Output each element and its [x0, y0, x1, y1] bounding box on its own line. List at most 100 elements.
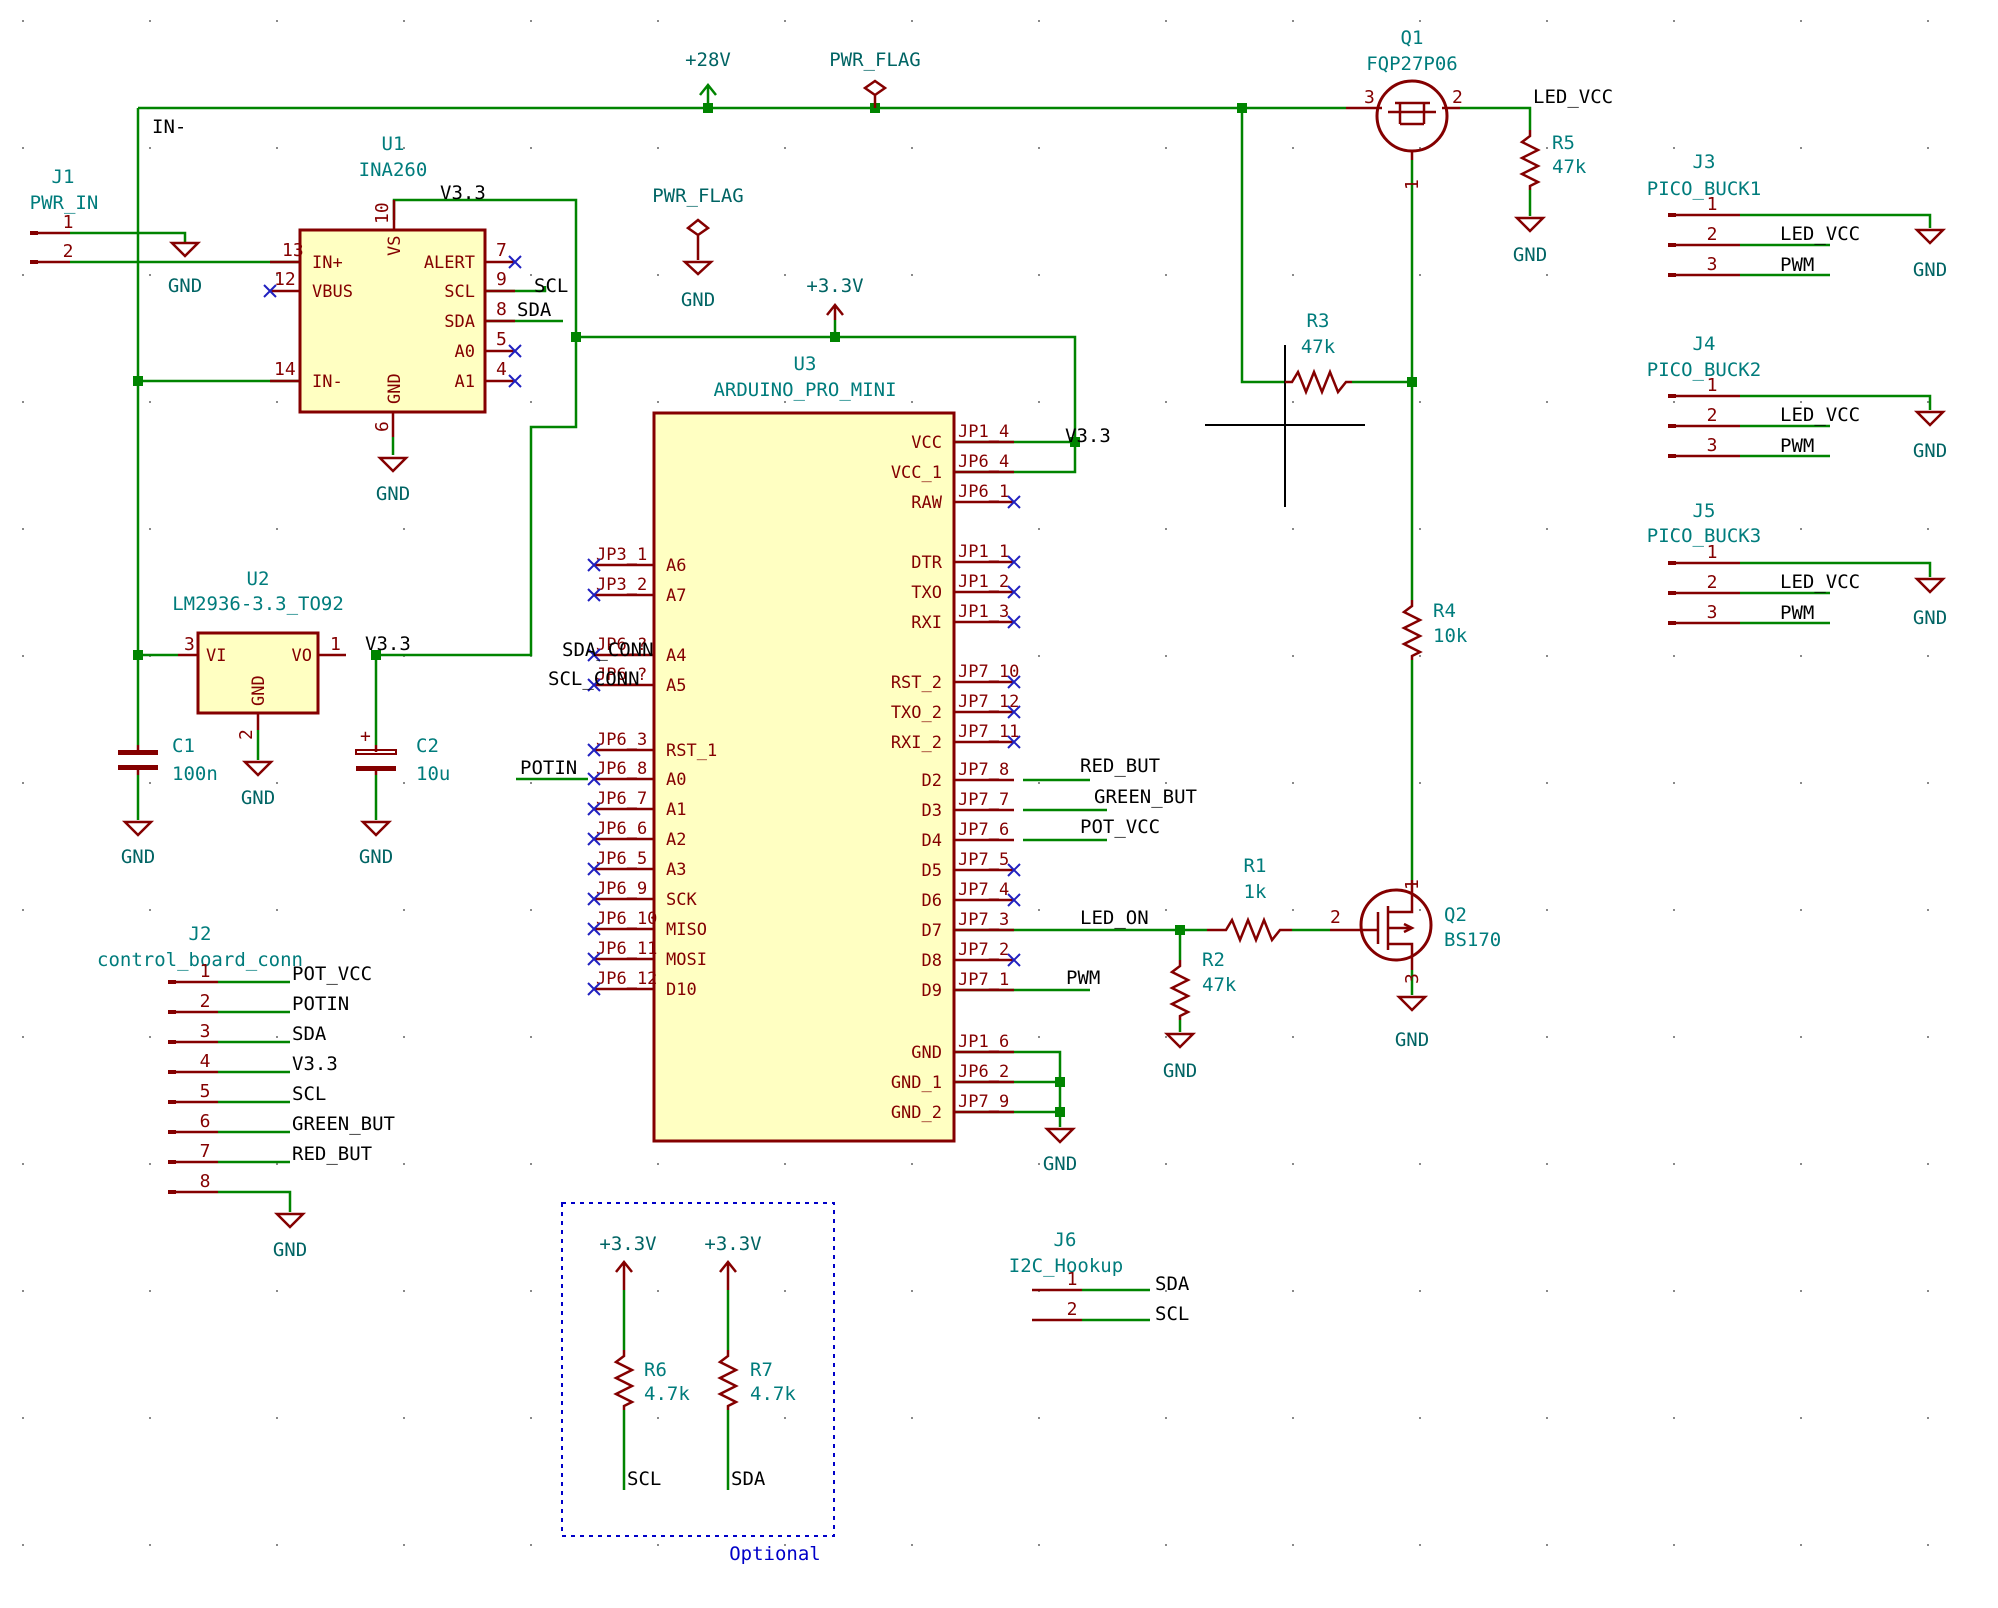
- mosfet-q2[interactable]: Q2 BS170 1 2 3: [1330, 879, 1501, 984]
- u2-pin-vi: VI: [206, 646, 226, 666]
- grid-dot: [403, 147, 405, 149]
- u1-pin-in-minus: IN-: [312, 372, 343, 392]
- u3-pin-name: RST_2: [891, 673, 942, 693]
- header-pin-end: [1668, 561, 1676, 565]
- grid-dot: [149, 274, 151, 276]
- resistor-r3[interactable]: R3 47k: [1285, 310, 1352, 396]
- resistor-r7[interactable]: R7 4.7k: [717, 1350, 796, 1410]
- connector-j1[interactable]: J1 PWR_IN 1 2: [30, 166, 99, 264]
- j2-pin-num: 3: [200, 1021, 211, 1042]
- grid-dot: [530, 147, 532, 149]
- module-u3-arduino[interactable]: U3 ARDUINO_PRO_MINI A6JP3_1A7JP3_2A4JP6_…: [587, 353, 1021, 1143]
- grid-dot: [1673, 1417, 1675, 1419]
- grid-dot: [1800, 147, 1802, 149]
- grid-dot: [22, 20, 24, 22]
- ic-u1-ina260[interactable]: U1 INA260 IN+ VBUS IN- 13 12 14 ALERT SC…: [263, 133, 522, 437]
- grid-dot: [1038, 1544, 1040, 1546]
- grid-dot: [276, 1290, 278, 1292]
- grid-dot: [530, 1290, 532, 1292]
- grid-dot: [1419, 147, 1421, 149]
- grid-dot: [657, 1290, 659, 1292]
- grid-dot: [1800, 655, 1802, 657]
- j2-pin-end: [168, 1010, 176, 1014]
- j2-ref: J2: [189, 923, 212, 945]
- net-sda-conn: SDA_CONN: [562, 639, 654, 661]
- grid-dot: [1546, 1036, 1548, 1038]
- j2-pin-num: 2: [200, 991, 211, 1012]
- grid-dot: [1546, 655, 1548, 657]
- header-pin-num: 3: [1707, 435, 1718, 456]
- u3-pin-num: JP3_1: [596, 545, 647, 565]
- grid-dot: [784, 20, 786, 22]
- net-red-but: RED_BUT: [1080, 755, 1160, 777]
- u1-pin4-num: 4: [496, 359, 507, 380]
- grid-dot: [22, 1417, 24, 1419]
- grid-dot: [1673, 655, 1675, 657]
- pwr-flag-label-2: PWR_FLAG: [652, 185, 744, 207]
- mosfet-q1[interactable]: Q1 FQP27P06 3 2 1: [1346, 27, 1463, 190]
- net-in-minus: IN-: [152, 116, 186, 138]
- grid-dot: [1165, 401, 1167, 403]
- grid-dot: [22, 1290, 24, 1292]
- u3-pin-num: JP1_2: [958, 572, 1009, 592]
- grid-dot: [1165, 655, 1167, 657]
- grid-dot: [1546, 1544, 1548, 1546]
- grid-dot: [22, 274, 24, 276]
- q1-pin3-num: 3: [1364, 87, 1375, 108]
- j2-value: control_board_conn: [97, 949, 303, 971]
- grid-dot: [1673, 782, 1675, 784]
- resistor-r5[interactable]: R5 47k: [1519, 130, 1587, 190]
- u3-pin-num: JP7_8: [958, 760, 1009, 780]
- q2-pin1-num: 1: [1402, 879, 1423, 890]
- grid-dot: [1546, 1417, 1548, 1419]
- r1-ref: R1: [1244, 855, 1267, 877]
- grid-dot: [22, 1544, 24, 1546]
- net-potin: POTIN: [520, 757, 577, 779]
- gnd-label: GND: [1163, 1060, 1197, 1082]
- power-28v-label: +28V: [685, 49, 731, 71]
- u3-pin-name: D8: [922, 951, 942, 971]
- grid-dot: [1292, 1417, 1294, 1419]
- r4-value: 10k: [1433, 625, 1468, 647]
- grid-dot: [1546, 782, 1548, 784]
- regulator-u2[interactable]: U2 LM2936-3.3_TO92 VI VO 3 1 GND 2: [172, 568, 346, 740]
- u3-pin-name: SCK: [666, 890, 697, 910]
- u3-pin-name: D3: [922, 801, 942, 821]
- net-sda-r7: SDA: [731, 1468, 766, 1490]
- u3-pin-name: A0: [666, 770, 686, 790]
- capacitor-c1[interactable]: C1 100n: [118, 735, 218, 785]
- u1-pin-a1: A1: [455, 372, 475, 392]
- capacitor-c2[interactable]: + C2 10u: [355, 726, 450, 785]
- grid-dot: [1673, 20, 1675, 22]
- grid-dot: [1419, 1544, 1421, 1546]
- gnd-label: GND: [241, 787, 275, 809]
- resistor-r4[interactable]: R4 10k: [1401, 600, 1468, 660]
- header-pin-num: 3: [1707, 254, 1718, 275]
- u3-pin-num: JP6_5: [596, 849, 647, 869]
- grid-dot: [1419, 1163, 1421, 1165]
- gnd-label: GND: [681, 289, 715, 311]
- connector-j6[interactable]: J6 I2C_Hookup 1 2 SDA SCL: [1009, 1229, 1190, 1325]
- grid-dot: [1673, 1163, 1675, 1165]
- u1-pin-in-plus: IN+: [312, 253, 343, 273]
- grid-dot: [1927, 782, 1929, 784]
- grid-dot: [1165, 1417, 1167, 1419]
- u3-pin-name: GND: [911, 1043, 942, 1063]
- u3-pin-name: D5: [922, 861, 942, 881]
- u3-pin-name: A3: [666, 860, 686, 880]
- gnd-label: GND: [359, 846, 393, 868]
- grid-dot: [276, 20, 278, 22]
- grid-dot: [149, 1290, 151, 1292]
- resistor-r2[interactable]: R2 47k: [1169, 949, 1237, 1020]
- resistor-r6[interactable]: R6 4.7k: [613, 1350, 690, 1410]
- u3-pin-num: JP3_2: [596, 575, 647, 595]
- u1-pin10-num: 10: [372, 202, 393, 224]
- resistor-r1[interactable]: R1 1k: [1207, 855, 1292, 944]
- header-pin-end: [1668, 243, 1676, 247]
- grid-dot: [1673, 1036, 1675, 1038]
- r6-ref: R6: [644, 1359, 667, 1381]
